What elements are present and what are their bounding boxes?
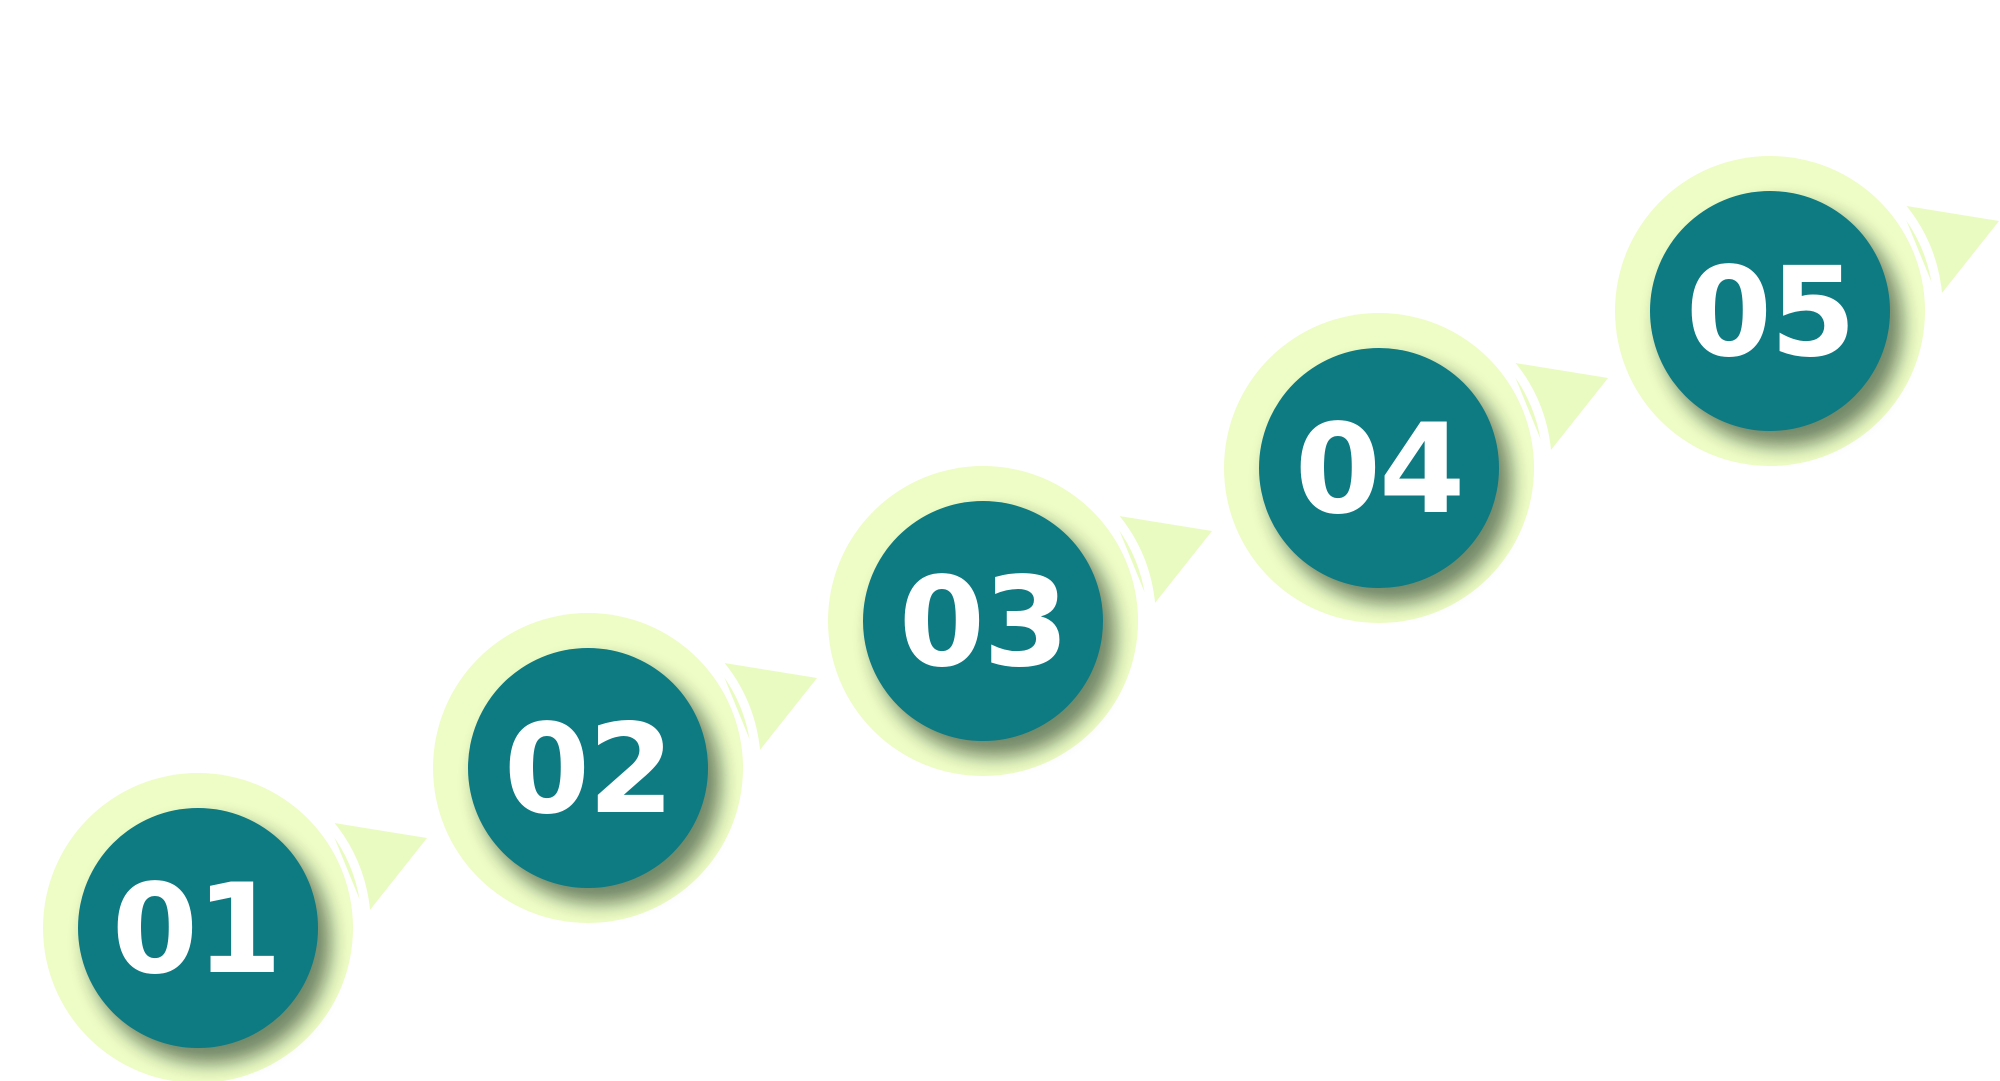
step-04: 04 bbox=[1224, 313, 1608, 623]
step-05-circle bbox=[1650, 191, 1890, 431]
step-01: 01 bbox=[43, 773, 427, 1081]
step-04-number: 04 bbox=[1295, 398, 1464, 542]
step-04-arrow bbox=[1509, 362, 1608, 455]
step-05-arrow bbox=[1900, 205, 1999, 298]
step-01-number: 01 bbox=[112, 858, 281, 1002]
step-02: 02 bbox=[433, 613, 817, 923]
step-03-number: 03 bbox=[899, 551, 1068, 695]
step-05-number: 05 bbox=[1686, 241, 1855, 385]
step-05: 05 bbox=[1615, 156, 1999, 466]
step-01-circle bbox=[78, 808, 318, 1048]
step-02-circle bbox=[468, 648, 708, 888]
step-03: 03 bbox=[828, 466, 1212, 776]
step-02-number: 02 bbox=[504, 698, 673, 842]
step-03-arrow bbox=[1113, 515, 1212, 608]
step-02-arrow bbox=[718, 662, 817, 755]
step-03-circle bbox=[863, 501, 1103, 741]
step-01-arrow bbox=[328, 822, 427, 915]
step-04-circle bbox=[1259, 348, 1499, 588]
